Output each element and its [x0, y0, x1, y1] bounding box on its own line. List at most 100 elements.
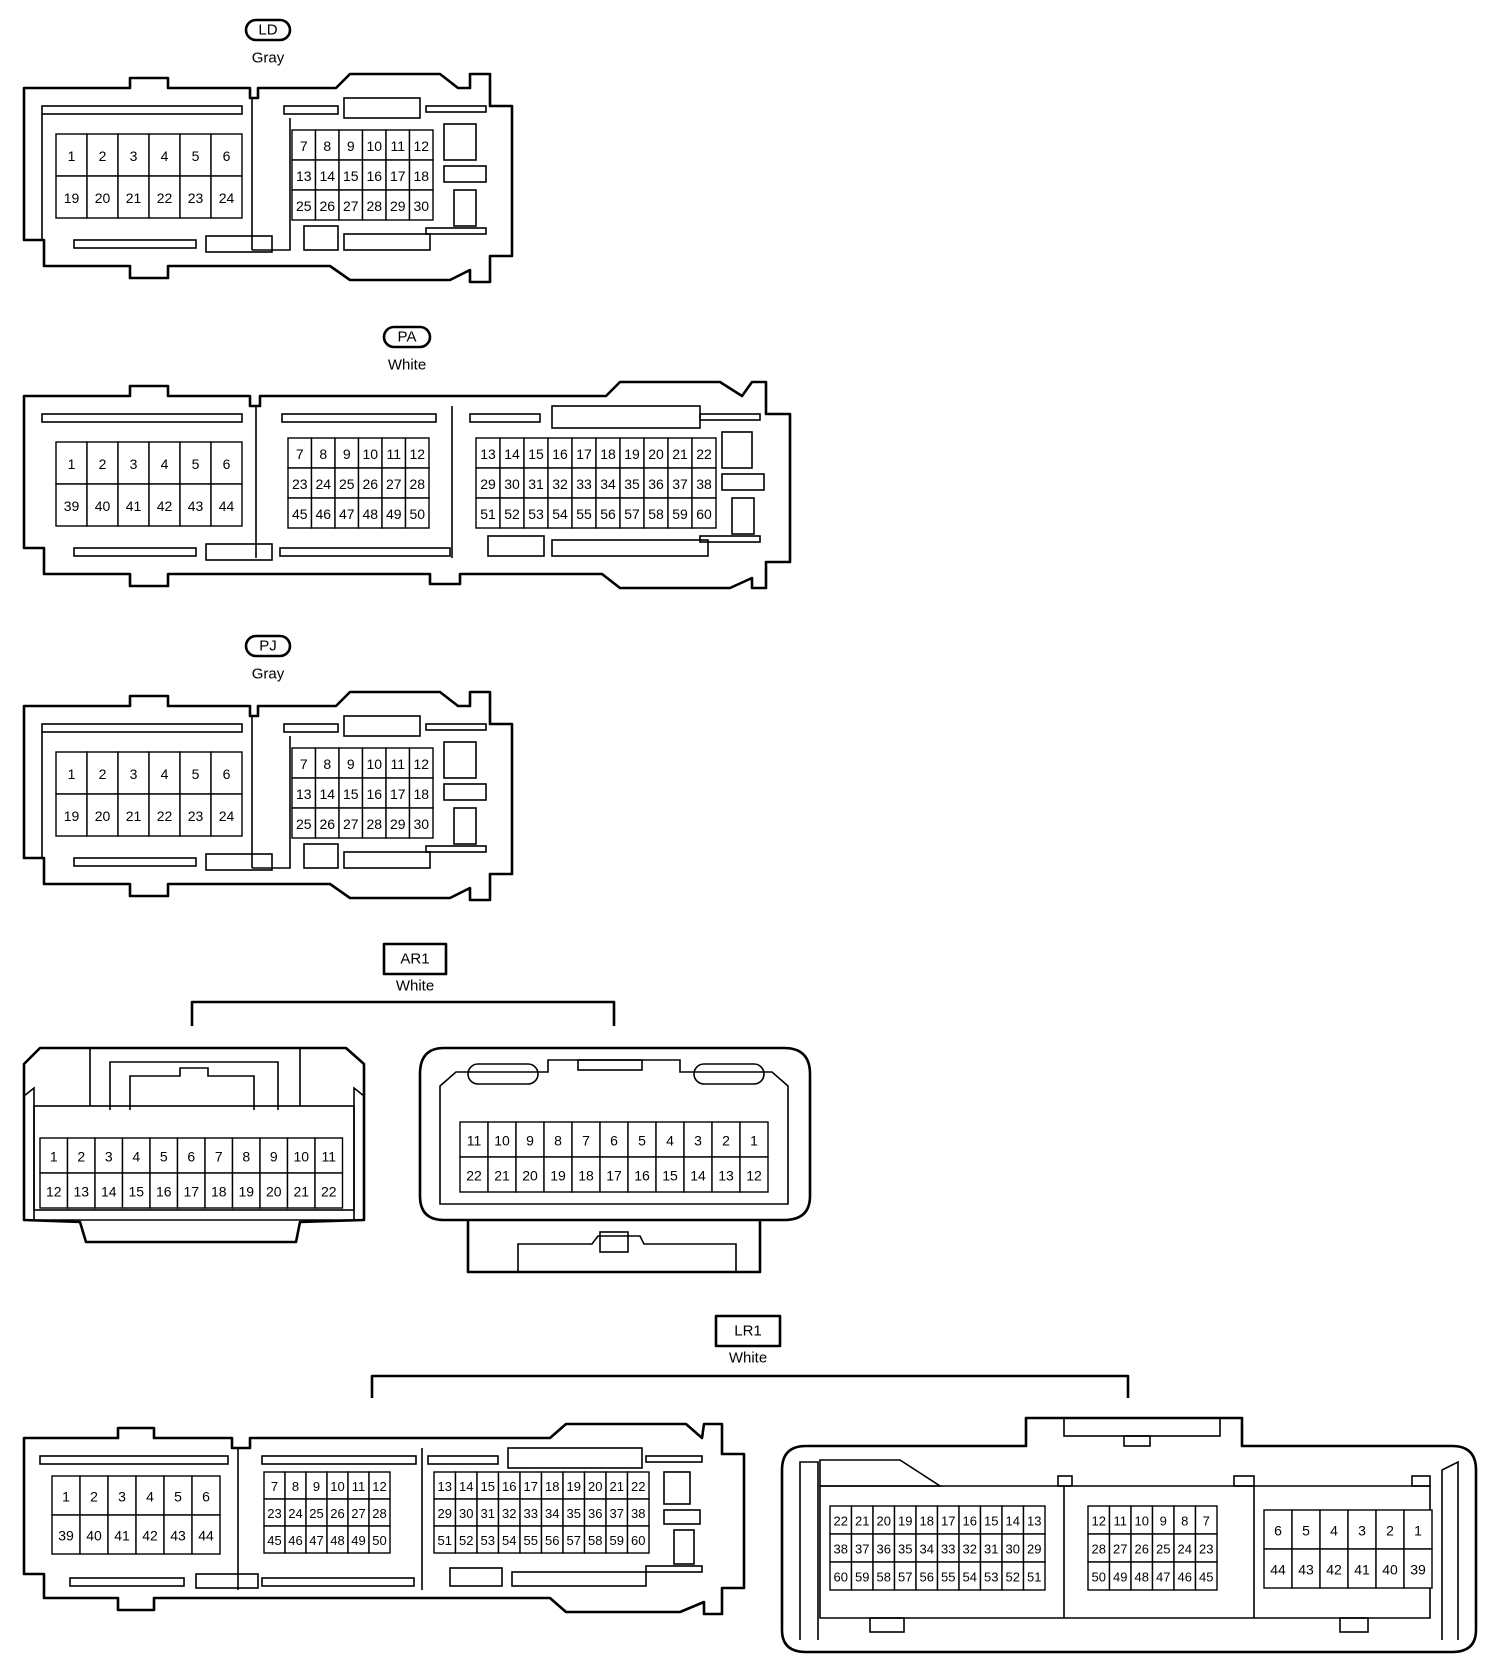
pin-label: 7 — [300, 756, 308, 772]
pin-label: 7 — [271, 1479, 278, 1494]
pin-label: 46 — [1178, 1570, 1192, 1585]
pin-label: 20 — [95, 808, 111, 824]
pin-label: 31 — [528, 476, 544, 492]
pin-cell — [179, 175, 212, 219]
pin-label: 46 — [288, 1533, 302, 1548]
pin-label: 2 — [99, 766, 107, 782]
pin-label: 51 — [480, 506, 496, 522]
pin-cell — [368, 1525, 391, 1554]
pin-label: 25 — [296, 816, 312, 832]
pin-label: 49 — [351, 1533, 365, 1548]
pin-label: 44 — [219, 498, 235, 514]
pin-label: 40 — [95, 498, 111, 514]
pin-label: 22 — [834, 1514, 848, 1529]
pin-label: 18 — [211, 1184, 227, 1200]
pin-label: 23 — [267, 1506, 281, 1521]
pin-label: 19 — [64, 190, 80, 206]
pin-label: 8 — [1181, 1514, 1188, 1529]
pin-label: 17 — [183, 1184, 199, 1200]
pin-label: 19 — [64, 808, 80, 824]
pin-label: 16 — [634, 1168, 650, 1184]
pin-cell — [1347, 1548, 1377, 1589]
pin-label: 16 — [156, 1184, 172, 1200]
pin-label: 41 — [126, 498, 142, 514]
pin-cell — [121, 1172, 151, 1209]
pin-label: 1 — [750, 1133, 758, 1149]
pin-label: 43 — [188, 498, 204, 514]
pin-label: 50 — [1092, 1570, 1106, 1585]
pin-cell — [1291, 1509, 1321, 1550]
pin-label: 8 — [323, 756, 331, 772]
pin-cell — [176, 1137, 206, 1174]
pin-cell — [94, 1172, 124, 1209]
pin-label: 42 — [142, 1528, 158, 1544]
pin-label: 10 — [330, 1479, 344, 1494]
connector-housing — [22, 690, 514, 902]
pin-label: 35 — [624, 476, 640, 492]
pin-label: 24 — [219, 190, 235, 206]
pin-label: 7 — [296, 446, 304, 462]
pin-label: 60 — [696, 506, 712, 522]
pin-label: 32 — [502, 1506, 516, 1521]
pin-label: 28 — [1092, 1542, 1106, 1557]
label-badge — [382, 942, 448, 976]
pin-label: 32 — [963, 1542, 977, 1557]
pin-label: 7 — [1203, 1514, 1210, 1529]
pin-label: 48 — [1135, 1570, 1149, 1585]
pin-label: 15 — [528, 446, 544, 462]
pin-label: 18 — [545, 1479, 559, 1494]
pin-label: 42 — [1326, 1562, 1342, 1578]
pin-cell — [148, 751, 181, 795]
pin-cell — [408, 807, 434, 839]
pin-label: 53 — [528, 506, 544, 522]
pin-cell — [599, 1156, 629, 1193]
pin-cell — [179, 483, 212, 527]
pin-label: 36 — [588, 1506, 602, 1521]
pin-label: 17 — [576, 446, 592, 462]
pin-label: 8 — [554, 1133, 562, 1149]
pin-label: 8 — [242, 1149, 250, 1165]
pin-cell — [117, 793, 150, 837]
pin-label: 5 — [192, 148, 200, 164]
pin-label: 1 — [68, 148, 76, 164]
connector-housing — [418, 1046, 812, 1222]
pin-cell — [1403, 1509, 1433, 1550]
pin-cell — [259, 1172, 289, 1209]
pin-label: 10 — [362, 446, 378, 462]
pin-label: 21 — [126, 190, 142, 206]
pin-label: 2 — [90, 1489, 98, 1505]
pin-label: 13 — [296, 168, 312, 184]
pin-label: 58 — [877, 1570, 891, 1585]
label-badge — [382, 325, 432, 349]
pin-label: 59 — [855, 1570, 869, 1585]
pin-label: 30 — [413, 198, 429, 214]
pin-label: 14 — [319, 168, 335, 184]
pin-label: 17 — [390, 786, 406, 802]
pin-label: 5 — [638, 1133, 646, 1149]
pin-label: 13 — [718, 1168, 734, 1184]
pin-label: 3 — [130, 766, 138, 782]
pin-label: 16 — [366, 168, 382, 184]
pin-label: 30 — [459, 1506, 473, 1521]
pin-cell — [1375, 1548, 1405, 1589]
pin-cell — [571, 467, 597, 499]
pin-label: 20 — [588, 1479, 602, 1494]
connector-housing — [780, 1416, 1478, 1654]
pin-label: 10 — [366, 138, 382, 154]
pin-label: 19 — [238, 1184, 254, 1200]
pin-label: 1 — [62, 1489, 70, 1505]
pin-label: 31 — [984, 1542, 998, 1557]
pin-label: 20 — [266, 1184, 282, 1200]
pin-label: 46 — [315, 506, 331, 522]
pin-label: 21 — [610, 1479, 624, 1494]
pin-label: 9 — [1160, 1514, 1167, 1529]
pin-cell — [210, 483, 243, 527]
connector-housing — [22, 1046, 366, 1244]
pin-label: 49 — [1113, 1570, 1127, 1585]
pin-cell — [619, 467, 645, 499]
